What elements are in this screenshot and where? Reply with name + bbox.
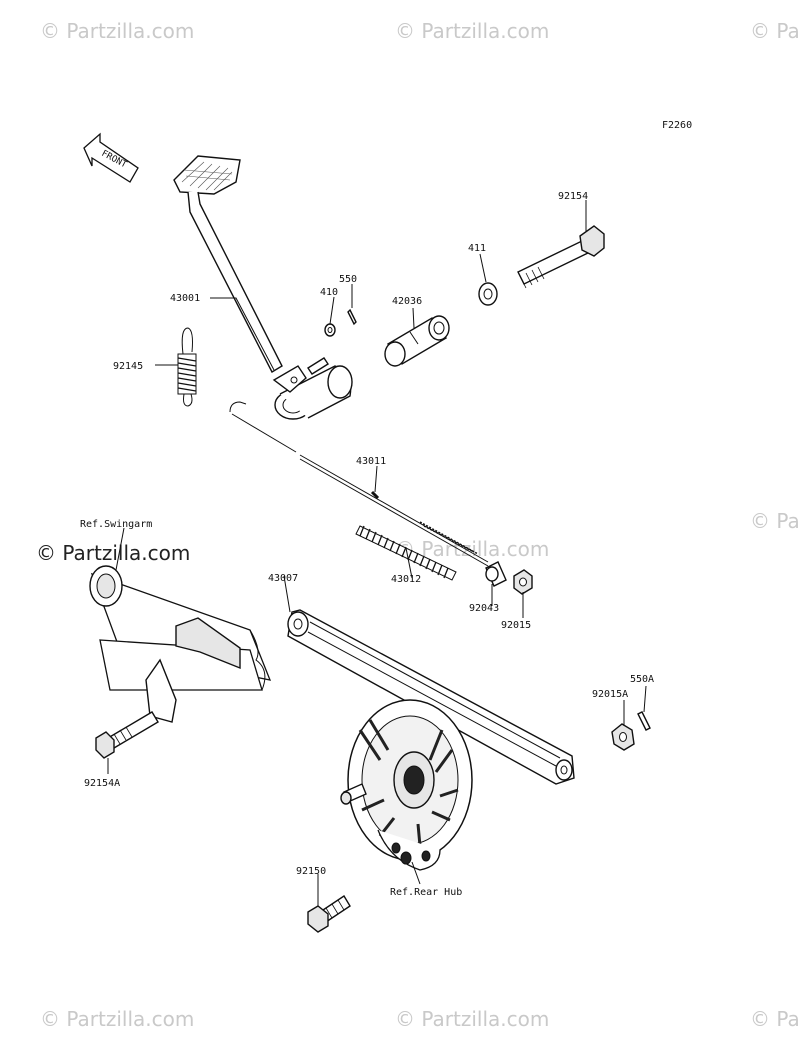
- cotter-pin-550: [347, 308, 357, 326]
- cotter-pin-550A: [637, 711, 651, 731]
- torque-link-43007: [287, 609, 575, 785]
- washer-411: [478, 282, 498, 306]
- figure-code: F2260: [662, 120, 692, 131]
- part-label-92150: 92150: [296, 866, 326, 877]
- part-label-43001: 43001: [170, 293, 200, 304]
- watermark-middle-left: © Partzilla.com: [36, 541, 190, 565]
- leader-lines: [107, 200, 647, 906]
- reference-label-rear-hub: Ref.Rear Hub: [390, 887, 462, 898]
- washer-410: [324, 323, 336, 337]
- part-label-410: 410: [320, 287, 338, 298]
- bushing-42036: [384, 315, 450, 367]
- watermark-bottom-left: © Partzilla.com: [40, 1007, 194, 1031]
- part-label-550A: 550A: [630, 674, 654, 685]
- spring-43012: [355, 525, 457, 581]
- part-label-42036: 42036: [392, 296, 422, 307]
- part-label-43012: 43012: [391, 574, 421, 585]
- watermark-bottom-center: © Partzilla.com: [395, 1007, 549, 1031]
- part-label-92015A: 92015A: [592, 689, 628, 700]
- bolt-92154: [517, 225, 605, 289]
- part-label-92154: 92154: [558, 191, 588, 202]
- part-label-43011: 43011: [356, 456, 386, 467]
- watermark-top-center: © Partzilla.com: [395, 19, 549, 43]
- bolt-92150: [307, 895, 351, 933]
- watermark-bottom-right: © Partzilla.com: [750, 1007, 800, 1031]
- watermark-top-left: © Partzilla.com: [40, 19, 194, 43]
- nut-92015A: [611, 723, 635, 751]
- bolt-92154A: [95, 711, 159, 759]
- part-label-92154A: 92154A: [84, 778, 120, 789]
- brake-rod-43011: [299, 454, 489, 567]
- rear-hub-brake-panel: [340, 699, 473, 871]
- nut-92015: [513, 569, 533, 595]
- joint-92043: [485, 561, 507, 587]
- part-label-92015: 92015: [501, 620, 531, 631]
- part-label-550: 550: [339, 274, 357, 285]
- front-arrow-icon: FRONT: [83, 132, 139, 183]
- watermark-top-right: © Partzilla.com: [750, 19, 800, 43]
- reference-label-swingarm: Ref.Swingarm: [80, 519, 152, 530]
- swingarm-reference: [89, 565, 272, 723]
- part-label-411: 411: [468, 243, 486, 254]
- part-label-92043: 92043: [469, 603, 499, 614]
- part-label-43007: 43007: [268, 573, 298, 584]
- watermark-middle-right: © Partzilla.com: [750, 509, 800, 533]
- part-label-92145: 92145: [113, 361, 143, 372]
- spring-92145: [177, 327, 197, 407]
- brake-pedal-43001: [173, 155, 353, 420]
